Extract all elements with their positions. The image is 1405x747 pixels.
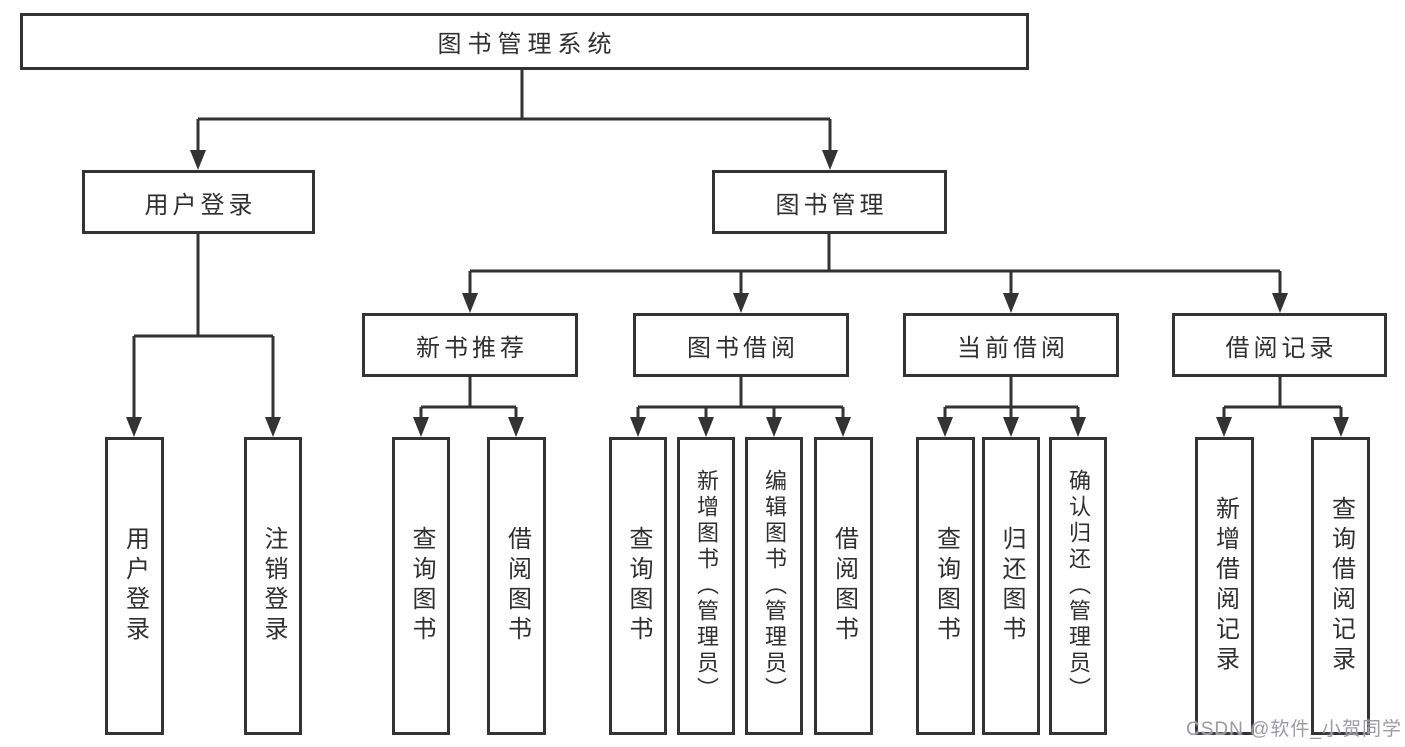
arrowhead — [265, 417, 281, 437]
arrowhead — [508, 417, 524, 437]
leaf-query-books-1: 查询图书 — [392, 437, 450, 735]
arrowhead — [1216, 417, 1232, 437]
leaf-return-books-label: 归还图书 — [998, 526, 1025, 646]
leaf-borrow-books-2: 借阅图书 — [814, 437, 873, 735]
connector-new-book-rec-children — [413, 377, 524, 437]
node-book-mgmt-label: 图书管理 — [775, 191, 888, 219]
leaf-edit-book-admin-label: 编辑图书（管理员） — [762, 469, 787, 703]
arrowhead — [937, 417, 953, 437]
leaf-user-login: 用户登录 — [105, 437, 164, 735]
node-current-borrow-label: 当前借阅 — [957, 334, 1069, 362]
arrowhead — [1003, 293, 1019, 313]
node-book-mgmt: 图书管理 — [712, 170, 947, 234]
leaf-query-books-3-label: 查询图书 — [932, 526, 960, 646]
leaf-user-login-label: 用户登录 — [121, 526, 149, 646]
arrowhead — [698, 417, 714, 437]
arrowhead — [1070, 417, 1086, 437]
node-user-login: 用户登录 — [82, 170, 315, 234]
arrowhead — [1003, 417, 1019, 437]
node-current-borrow: 当前借阅 — [903, 313, 1119, 377]
arrowhead — [835, 417, 851, 437]
connector-book-mgmt-modules — [462, 234, 1288, 313]
arrowhead — [630, 417, 646, 437]
leaf-add-book-admin-label: 新增图书（管理员） — [694, 469, 719, 703]
node-borrow-records-label: 借阅记录 — [1225, 334, 1338, 362]
arrowhead — [462, 293, 478, 313]
leaf-borrow-books-1: 借阅图书 — [487, 437, 546, 735]
leaf-borrow-books-1-label: 借阅图书 — [503, 526, 531, 646]
leaf-add-borrow-record: 新增借阅记录 — [1195, 437, 1254, 735]
node-user-login-label: 用户登录 — [144, 191, 257, 219]
arrowhead — [766, 417, 782, 437]
leaf-query-borrow-record-label: 查询借阅记录 — [1327, 496, 1355, 676]
node-book-borrow-label: 图书借阅 — [687, 334, 799, 362]
connector-root-to-level1 — [190, 70, 838, 170]
connector-borrow-records-children — [1216, 377, 1349, 437]
node-new-book-rec-label: 新书推荐 — [416, 334, 528, 362]
csdn-watermark: CSDN @软件_小贺同学 — [1186, 719, 1402, 740]
leaf-query-books-2-label: 查询图书 — [625, 526, 652, 646]
node-book-borrow: 图书借阅 — [633, 313, 849, 377]
leaf-logout: 注销登录 — [244, 437, 302, 735]
leaf-return-books: 归还图书 — [982, 437, 1040, 735]
leaf-edit-book-admin: 编辑图书（管理员） — [745, 437, 803, 735]
connector-user-login-children — [126, 234, 281, 437]
leaf-query-borrow-record: 查询借阅记录 — [1311, 437, 1370, 735]
leaf-query-books-2: 查询图书 — [609, 437, 667, 735]
leaf-borrow-books-2-label: 借阅图书 — [830, 526, 858, 646]
connector-book-borrow-children — [630, 377, 851, 437]
leaf-logout-label: 注销登录 — [260, 526, 287, 646]
node-borrow-records: 借阅记录 — [1172, 313, 1387, 377]
leaf-confirm-return-admin-label: 确认归还（管理员） — [1066, 469, 1091, 703]
arrowhead — [1272, 293, 1288, 313]
node-new-book-rec: 新书推荐 — [362, 313, 578, 377]
arrowhead — [1333, 417, 1349, 437]
leaf-confirm-return-admin: 确认归还（管理员） — [1049, 437, 1107, 735]
leaf-query-books-1-label: 查询图书 — [408, 526, 435, 646]
arrowhead — [413, 417, 429, 437]
node-root-system: 图书管理系统 — [20, 13, 1029, 70]
arrowhead — [126, 417, 142, 437]
leaf-query-books-3: 查询图书 — [916, 437, 975, 735]
arrowhead — [822, 150, 838, 170]
arrowhead — [190, 150, 206, 170]
leaf-add-book-admin: 新增图书（管理员） — [677, 437, 735, 735]
connector-current-borrow-children — [937, 377, 1086, 437]
leaf-add-borrow-record-label: 新增借阅记录 — [1211, 496, 1239, 676]
node-root-label: 图书管理系统 — [437, 31, 618, 58]
arrowhead — [733, 293, 749, 313]
